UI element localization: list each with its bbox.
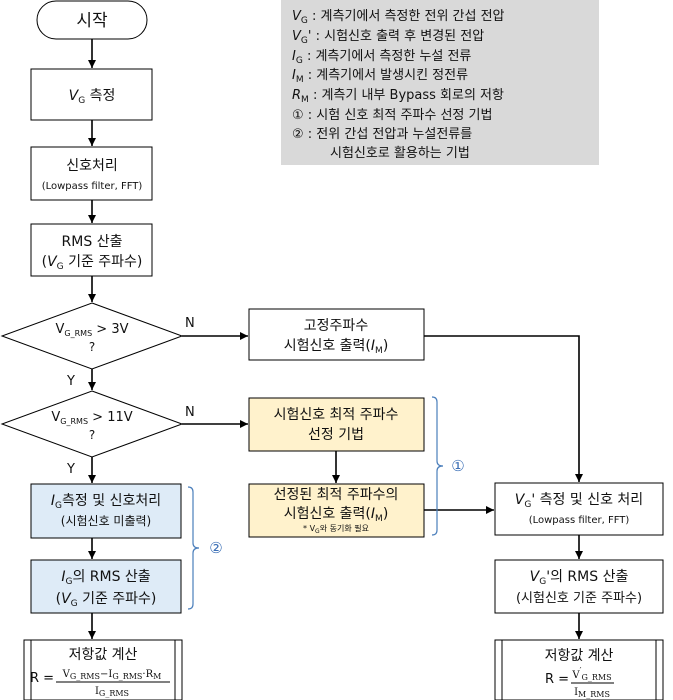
signal-processing-box: 신호처리 (Lowpass filter, FFT) bbox=[30, 146, 153, 201]
legend-line: IM : 계측기에서 발생시킨 정전류 bbox=[292, 68, 468, 85]
edge-label-yes-2: Y bbox=[66, 462, 75, 477]
svg-text:IG측정 및 신호처리: IG측정 및 신호처리 bbox=[51, 493, 161, 511]
start-label: 시작 bbox=[76, 11, 108, 31]
svg-text:(시험신호 기준 주파수): (시험신호 기준 주파수) bbox=[516, 591, 642, 606]
legend-line: VG : 계측기에서 측정한 전위 간섭 전압 bbox=[292, 9, 505, 26]
ig-rms-box: IG의 RMS 산출 (VG 기준 주파수) bbox=[30, 559, 182, 614]
svg-text:저항값 계산: 저항값 계산 bbox=[69, 647, 138, 663]
vg-prime-rms-box: VG'의 RMS 산출 (시험신호 기준 주파수) bbox=[494, 559, 664, 614]
arrow-fixed-to-vgp bbox=[424, 335, 583, 482]
resistance-calc-right: 저항값 계산 R = V′G_RMS IM_RMS bbox=[494, 639, 664, 700]
svg-text:고정주파수: 고정주파수 bbox=[304, 318, 369, 334]
svg-text:VG' 측정 및 신호 처리: VG' 측정 및 신호 처리 bbox=[515, 492, 643, 510]
bracket-two-label: ② bbox=[209, 539, 222, 557]
svg-text:VG_RMS > 11V: VG_RMS > 11V bbox=[51, 410, 132, 426]
edge-label-yes-1: Y bbox=[66, 374, 75, 389]
svg-text:IG의 RMS 산출: IG의 RMS 산출 bbox=[61, 569, 150, 587]
legend-box: VG : 계측기에서 측정한 전위 간섭 전압 VG' : 시험신호 출력 후 변… bbox=[281, 0, 599, 165]
svg-text:?: ? bbox=[89, 428, 95, 442]
optimal-output-box: 선정된 최적 주파수의 시험신호 출력(IM) * VG와 동기화 필요 bbox=[248, 483, 425, 538]
svg-text:V′G_RMS: V′G_RMS bbox=[571, 666, 611, 682]
decision-vg-3v: VG_RMS > 3V ? bbox=[0, 302, 184, 370]
legend-line: ① : 시험 신호 최적 주파수 선정 기법 bbox=[292, 108, 492, 123]
svg-text:IG_RMS: IG_RMS bbox=[95, 686, 129, 698]
bracket-one: ① bbox=[431, 396, 465, 536]
legend-line: IG : 계측기에서 측정한 누설 전류 bbox=[292, 49, 471, 66]
legend-line: RM : 계측기 내부 Bypass 회로의 저항 bbox=[292, 88, 504, 105]
svg-text:시험신호 출력(IM): 시험신호 출력(IM) bbox=[284, 338, 389, 356]
optimal-frequency-box: 시험신호 최적 주파수 선정 기법 bbox=[248, 397, 425, 452]
vg-measure-box: VG 측정 bbox=[30, 68, 153, 121]
svg-text:VG_RMS−IG_RMS·RM: VG_RMS−IG_RMS·RM bbox=[62, 669, 162, 681]
svg-text:신호처리: 신호처리 bbox=[66, 158, 118, 174]
svg-text:R =: R = bbox=[30, 671, 54, 686]
svg-text:RMS 산출: RMS 산출 bbox=[62, 234, 123, 250]
resistance-calc-left: 저항값 계산 R = VG_RMS−IG_RMS·RM IG_RMS bbox=[23, 639, 183, 700]
svg-text:VG 측정: VG 측정 bbox=[69, 88, 116, 106]
svg-text:?: ? bbox=[89, 340, 95, 354]
svg-text:R =: R = bbox=[545, 672, 569, 687]
start-node: 시작 bbox=[36, 0, 148, 40]
fixed-frequency-box: 고정주파수 시험신호 출력(IM) bbox=[248, 308, 425, 361]
decision-vg-11v: VG_RMS > 11V ? bbox=[0, 390, 184, 458]
svg-text:선정 기법: 선정 기법 bbox=[308, 427, 364, 443]
bracket-one-label: ① bbox=[451, 457, 464, 475]
svg-text:VG'의 RMS 산출: VG'의 RMS 산출 bbox=[530, 569, 629, 587]
svg-text:(Lowpass filter, FFT): (Lowpass filter, FFT) bbox=[529, 515, 630, 526]
svg-text:선정된 최적 주파수의: 선정된 최적 주파수의 bbox=[274, 487, 399, 503]
connectors bbox=[88, 39, 583, 639]
svg-text:시험신호 최적 주파수: 시험신호 최적 주파수 bbox=[274, 407, 399, 423]
legend-line: 시험신호로 활용하는 기법 bbox=[330, 146, 470, 161]
bracket-two: ② bbox=[187, 486, 223, 610]
svg-text:(VG 기준 주파수): (VG 기준 주파수) bbox=[56, 591, 157, 609]
svg-text:(시험신호 미출력): (시험신호 미출력) bbox=[61, 514, 151, 528]
legend-line: VG' : 시험신호 출력 후 변경된 전압 bbox=[292, 29, 484, 46]
edge-label-no-2: N bbox=[185, 405, 195, 420]
svg-text:저항값 계산: 저항값 계산 bbox=[545, 648, 614, 664]
svg-text:* VG와 동기화 필요: * VG와 동기화 필요 bbox=[303, 523, 369, 535]
svg-text:시험신호 출력(IM): 시험신호 출력(IM) bbox=[284, 506, 389, 524]
svg-text:(VG 기준 주파수): (VG 기준 주파수) bbox=[42, 254, 143, 272]
edge-label-no-1: N bbox=[185, 316, 195, 331]
svg-text:VG_RMS > 3V: VG_RMS > 3V bbox=[56, 322, 129, 338]
vg-prime-measure-box: VG' 측정 및 신호 처리 (Lowpass filter, FFT) bbox=[494, 482, 664, 536]
rms-calc-box: RMS 산출 (VG 기준 주파수) bbox=[30, 223, 153, 277]
svg-text:(Lowpass filter, FFT): (Lowpass filter, FFT) bbox=[42, 181, 143, 192]
legend-line: ② : 전위 간섭 전압과 누설전류를 bbox=[292, 127, 472, 142]
svg-text:IM_RMS: IM_RMS bbox=[574, 687, 610, 699]
ig-measure-box: IG측정 및 신호처리 (시험신호 미출력) bbox=[30, 483, 182, 539]
